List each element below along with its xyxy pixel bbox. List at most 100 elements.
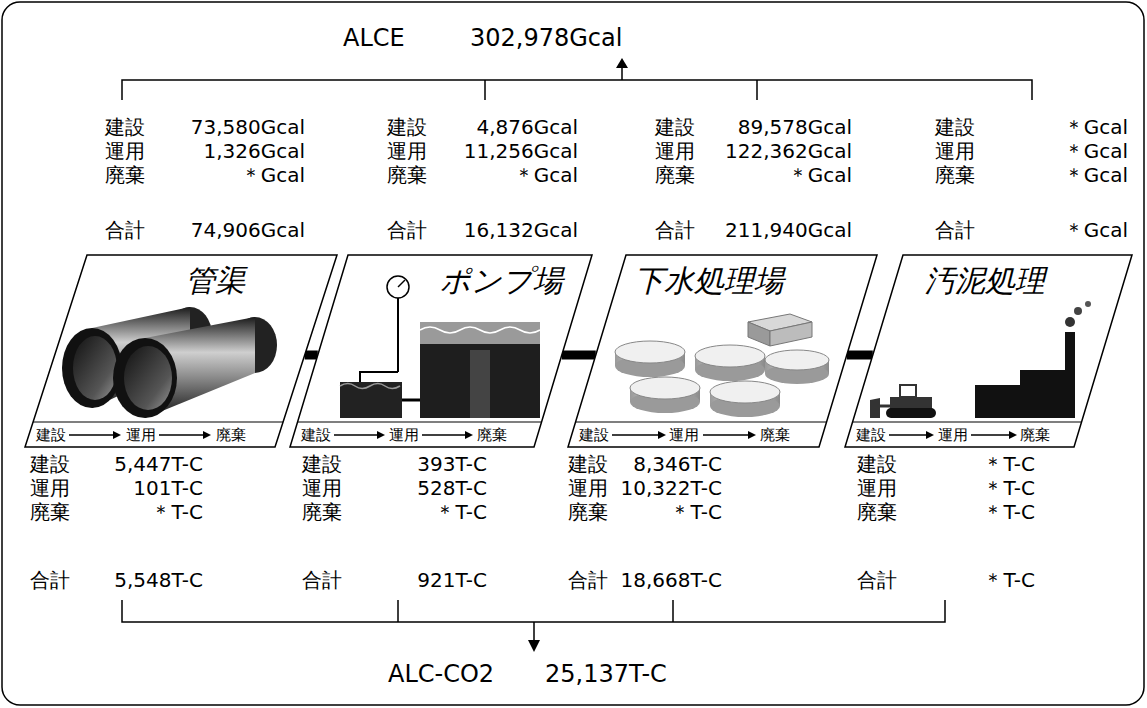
drawing-part	[710, 381, 780, 417]
drawing-part	[975, 385, 1065, 418]
metric-value: 5,548T-C	[114, 568, 203, 592]
metric-value: 8,346T-C	[633, 452, 722, 476]
metric-value: ＊Gcal	[788, 163, 852, 187]
metric-name: 廃棄	[568, 500, 608, 524]
metric-name: 建設	[935, 115, 975, 139]
metric-value: 11,256Gcal	[464, 139, 578, 163]
drawing-part	[695, 345, 765, 381]
metric-value: ＊Gcal	[241, 163, 305, 187]
metric-name: 建設	[655, 115, 695, 139]
metric-name: 合計	[302, 568, 342, 592]
pipe-illustration	[62, 307, 277, 418]
metric-value: ＊T-C	[435, 500, 487, 524]
metric-name: 運用	[935, 139, 975, 163]
drawing-part	[73, 336, 117, 400]
drawing-part	[340, 384, 400, 389]
drawing-part	[159, 434, 205, 436]
treatment-plant-illustration	[615, 314, 829, 417]
drawing-part	[422, 434, 467, 436]
metric-name: 建設	[387, 115, 427, 139]
band-divider	[298, 421, 542, 422]
panel-title: ポンプ場	[440, 263, 563, 299]
metric-name: 合計	[935, 218, 975, 242]
drawing-part	[765, 350, 829, 384]
drawing-part	[615, 341, 685, 377]
stage-label: 廃棄	[760, 426, 790, 444]
drawing-part	[889, 434, 928, 436]
parallelogram	[290, 255, 592, 447]
drawing-part	[340, 382, 402, 418]
drawing-part	[113, 338, 177, 418]
drawing-part	[926, 431, 934, 439]
metric-name: 運用	[568, 476, 608, 500]
metric-value: 122,362Gcal	[725, 139, 852, 163]
stage-label: 建設	[856, 426, 886, 444]
metric-name: 運用	[857, 476, 897, 500]
metric-value: 1,326Gcal	[203, 139, 305, 163]
metric-value: ＊T-C	[151, 500, 203, 524]
metric-value: 302,978Gcal	[470, 24, 622, 53]
metric-name: 建設	[105, 115, 145, 139]
metric-name: 建設	[302, 452, 342, 476]
metric-value: 921T-C	[417, 568, 487, 592]
drawing-part	[1074, 307, 1082, 315]
metric-name: 運用	[302, 476, 342, 500]
process-panel: 汚泥処理建設 運用 廃棄	[845, 255, 1132, 447]
panel-title: 下水処理場	[634, 263, 784, 299]
metric-name: ALCE	[343, 24, 405, 53]
metric-name: 合計	[387, 218, 427, 242]
metric-value: 528T-C	[417, 476, 487, 500]
metric-name: 建設	[30, 452, 70, 476]
lifecycle-arrows	[69, 431, 1017, 439]
drawing-part	[124, 346, 172, 410]
metric-name: 合計	[30, 568, 70, 592]
metric-value: 89,578Gcal	[738, 115, 852, 139]
drawing-part	[971, 434, 1011, 436]
drawing-part	[612, 434, 660, 436]
drawing-part	[420, 327, 540, 333]
metric-name: 合計	[568, 568, 608, 592]
metric-name: 廃棄	[30, 500, 70, 524]
stage-label: 運用	[938, 426, 968, 444]
drawing-part	[1020, 370, 1065, 386]
drawing-part	[377, 431, 385, 439]
panel-title: 汚泥処理	[925, 263, 1045, 299]
stage-label: 廃棄	[477, 426, 507, 444]
drawing-part	[465, 431, 473, 439]
metric-name: 廃棄	[655, 163, 695, 187]
metric-value: ＊Gcal	[1064, 139, 1128, 163]
metric-name: 廃棄	[857, 500, 897, 524]
link-bar	[305, 351, 318, 360]
drawing-part	[703, 434, 750, 436]
band-divider	[33, 421, 283, 422]
band-divider	[576, 421, 827, 422]
drawing-part	[765, 350, 829, 370]
stage-label: 運用	[389, 426, 419, 444]
metric-value: 10,322T-C	[620, 476, 722, 500]
drawing-part	[402, 399, 420, 402]
metric-value: ＊Gcal	[1064, 115, 1128, 139]
metric-value: 101T-C	[133, 476, 203, 500]
metric-name: 運用	[30, 476, 70, 500]
drawing-part	[1065, 332, 1075, 418]
stage-label: 建設	[36, 426, 66, 444]
drawing-part	[203, 431, 211, 439]
drawing-part	[658, 431, 666, 439]
stage-label: 廃棄	[1020, 426, 1050, 444]
metric-name: 運用	[655, 139, 695, 163]
metric-value: ＊T-C	[670, 500, 722, 524]
metric-value: ＊T-C	[983, 476, 1035, 500]
link-bar	[847, 351, 873, 360]
drawing-part	[420, 322, 540, 418]
metric-name: 運用	[387, 139, 427, 163]
metric-name: 廃棄	[302, 500, 342, 524]
drawing-part	[748, 322, 770, 346]
down-arrowhead	[528, 640, 540, 652]
bottom-bracket	[122, 600, 945, 642]
metric-name: 廃棄	[387, 163, 427, 187]
metric-value: 16,132Gcal	[464, 218, 578, 242]
top-bracket	[122, 66, 1032, 100]
drawing-part	[615, 341, 685, 363]
